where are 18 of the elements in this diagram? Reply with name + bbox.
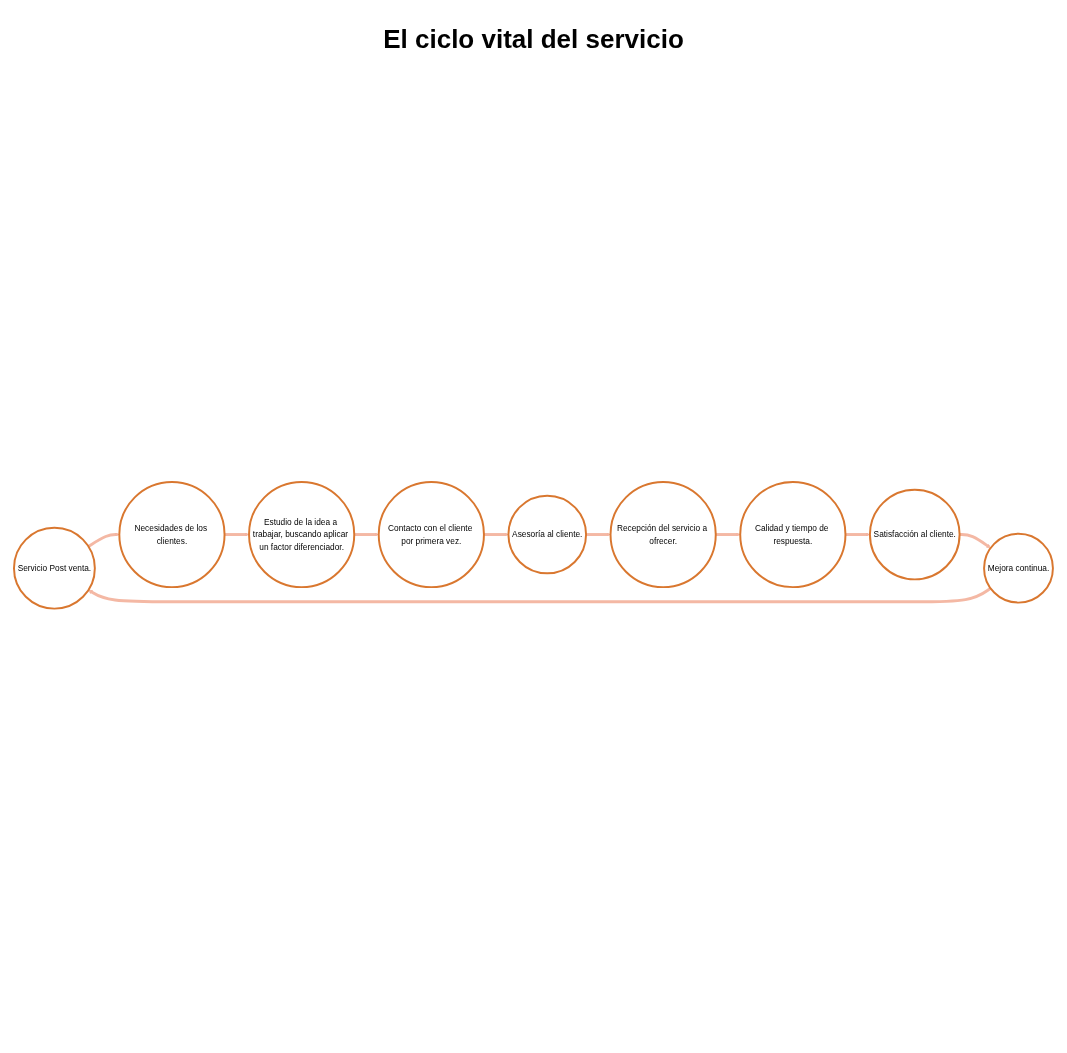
node-circle: Necesidades de los clientes. [118, 480, 226, 588]
node-circle: Asesoría al cliente. [507, 494, 588, 575]
diagram-title: El ciclo vital del servicio [382, 24, 685, 55]
arrow [715, 532, 741, 537]
node-circle: Servicio Post venta. [13, 526, 96, 610]
node-circle: Contacto con el cliente por primera vez. [377, 480, 485, 588]
arrow [484, 532, 509, 537]
arrow [959, 532, 991, 548]
arrow [88, 586, 992, 604]
node-circle: Calidad y tiempo de respuesta. [739, 480, 847, 588]
arrow [586, 532, 611, 537]
arrow [354, 532, 379, 537]
arrow [224, 532, 250, 537]
node-circle: Estudio de la idea a trabajar, buscando aplicar un factor diferenciador. [248, 480, 356, 588]
node-circle: Recepción del servicio a ofrecer. [609, 480, 717, 588]
node-circle: Mejora continua. [983, 532, 1054, 604]
arrow [87, 532, 120, 548]
node-circle: Satisfacción al cliente. [869, 488, 961, 581]
